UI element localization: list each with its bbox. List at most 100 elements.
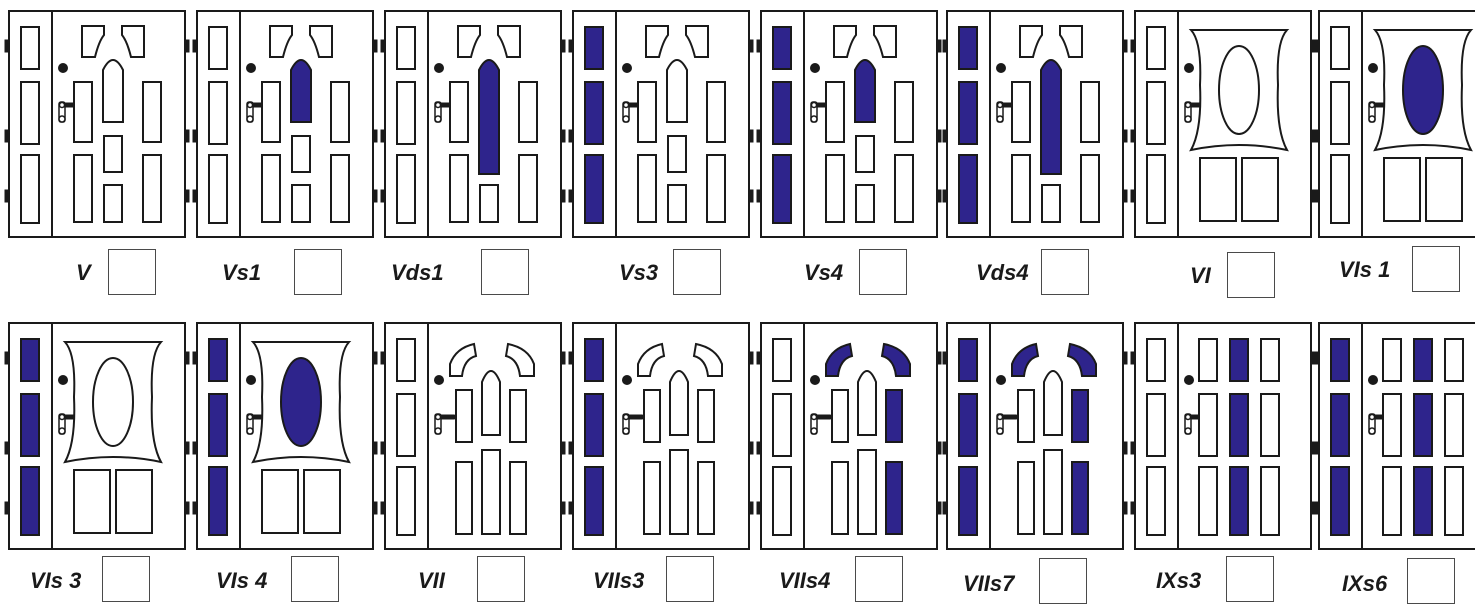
door-checkbox-Vds4[interactable] bbox=[1041, 249, 1089, 295]
keyhole bbox=[58, 427, 66, 435]
door-drawing-Vds4 bbox=[942, 10, 1128, 240]
glass-panel bbox=[1383, 157, 1421, 222]
center-glass-middle bbox=[1229, 393, 1249, 457]
side-glass-top bbox=[1330, 338, 1350, 382]
center-glass-middle bbox=[1413, 393, 1433, 457]
door-checkbox-VIIs7[interactable] bbox=[1039, 558, 1087, 604]
side-glass-top bbox=[772, 26, 792, 70]
glass-panel bbox=[479, 184, 499, 223]
side-glass-middle bbox=[208, 81, 228, 145]
lock-icon bbox=[622, 63, 632, 73]
door-svg bbox=[4, 10, 190, 238]
side-glass-bottom bbox=[20, 466, 40, 536]
glass-panel bbox=[894, 154, 914, 223]
handle-rosette bbox=[810, 101, 818, 109]
glass-panel bbox=[1011, 154, 1031, 223]
side-glass-middle bbox=[772, 81, 792, 145]
glass-panel bbox=[825, 81, 845, 143]
glass-panel bbox=[261, 81, 281, 143]
side-glass-middle bbox=[1330, 81, 1350, 145]
glass-panel bbox=[706, 154, 726, 223]
glass-panel bbox=[1382, 338, 1402, 382]
door-checkbox-Vs1[interactable] bbox=[294, 249, 342, 295]
handle-rosette bbox=[434, 413, 442, 421]
side-glass-bottom bbox=[772, 466, 792, 536]
side-glass-top bbox=[1146, 338, 1166, 382]
side-glass-bottom bbox=[584, 466, 604, 536]
arch-pane-left bbox=[1011, 342, 1040, 377]
side-glass-top bbox=[208, 338, 228, 382]
glass-panel bbox=[455, 389, 473, 443]
glass-panel bbox=[643, 461, 661, 535]
handle-rosette bbox=[434, 101, 442, 109]
glass-panel bbox=[103, 184, 123, 223]
side-glass-middle bbox=[958, 81, 978, 145]
glass-panel bbox=[142, 81, 162, 143]
glass-panel bbox=[1198, 466, 1218, 536]
glass-panel bbox=[697, 461, 715, 535]
door-checkbox-IXs6[interactable] bbox=[1407, 558, 1455, 604]
glass-panel bbox=[449, 154, 469, 223]
glass-panel bbox=[1041, 184, 1061, 223]
glass-panel bbox=[449, 81, 469, 143]
side-glass-middle bbox=[958, 393, 978, 457]
door-checkbox-VIs1[interactable] bbox=[1412, 246, 1460, 292]
lock-icon bbox=[246, 63, 256, 73]
side-glass-top bbox=[396, 338, 416, 382]
glass-panel bbox=[1444, 338, 1464, 382]
door-checkbox-VIs4[interactable] bbox=[291, 556, 339, 602]
side-glass-bottom bbox=[958, 154, 978, 224]
lock-icon bbox=[1184, 63, 1194, 73]
glass-panel bbox=[115, 469, 153, 534]
keyhole bbox=[810, 427, 818, 435]
lock-icon bbox=[622, 375, 632, 385]
door-checkbox-Vs4[interactable] bbox=[859, 249, 907, 295]
arch-pane-left bbox=[449, 342, 478, 377]
door-drawing-IXs3 bbox=[1130, 322, 1316, 552]
center-glass bbox=[666, 59, 688, 123]
door-checkbox-VII[interactable] bbox=[477, 556, 525, 602]
lock-icon bbox=[810, 375, 820, 385]
door-checkbox-Vds1[interactable] bbox=[481, 249, 529, 295]
glass-panel bbox=[73, 154, 93, 223]
center-glass-bottom bbox=[1413, 466, 1433, 536]
handle-rosette bbox=[1368, 413, 1376, 421]
side-glass-bottom bbox=[396, 466, 416, 536]
glass-right-top bbox=[885, 389, 903, 443]
glass-panel bbox=[1260, 466, 1280, 536]
side-glass-top bbox=[1330, 26, 1350, 70]
glass-panel bbox=[291, 184, 311, 223]
glass-panel bbox=[1260, 338, 1280, 382]
lock-icon bbox=[246, 375, 256, 385]
lock-icon bbox=[810, 63, 820, 73]
center-glass bbox=[857, 370, 877, 436]
door-svg bbox=[1130, 322, 1316, 550]
glass-panel bbox=[73, 469, 111, 534]
door-checkbox-VIs3[interactable] bbox=[102, 556, 150, 602]
door-checkbox-VIIs4[interactable] bbox=[855, 556, 903, 602]
door-checkbox-VIIs3[interactable] bbox=[666, 556, 714, 602]
keyhole bbox=[622, 115, 630, 123]
door-checkbox-VI[interactable] bbox=[1227, 252, 1275, 298]
door-checkbox-V[interactable] bbox=[108, 249, 156, 295]
arch-pane-left bbox=[825, 342, 854, 377]
door-svg bbox=[568, 10, 754, 238]
lock-icon bbox=[58, 63, 68, 73]
side-glass-bottom bbox=[1146, 154, 1166, 224]
handle-rosette bbox=[246, 101, 254, 109]
door-drawing-Vds1 bbox=[380, 10, 566, 240]
center-long-glass bbox=[1040, 59, 1062, 175]
arch-pane-right bbox=[309, 25, 333, 58]
door-checkbox-IXs3[interactable] bbox=[1226, 556, 1274, 602]
glass-panel bbox=[1080, 154, 1100, 223]
side-glass-bottom bbox=[1146, 466, 1166, 536]
glass-right-bottom bbox=[1071, 461, 1089, 535]
handle-lever bbox=[627, 414, 644, 420]
side-glass-middle bbox=[396, 393, 416, 457]
door-label-Vs4: Vs4 bbox=[804, 260, 844, 285]
door-label-IXs3: IXs3 bbox=[1156, 568, 1202, 593]
glass-panel bbox=[1017, 461, 1035, 535]
glass-right-bottom bbox=[885, 461, 903, 535]
door-checkbox-Vs3[interactable] bbox=[673, 249, 721, 295]
center-glass bbox=[1043, 370, 1063, 436]
